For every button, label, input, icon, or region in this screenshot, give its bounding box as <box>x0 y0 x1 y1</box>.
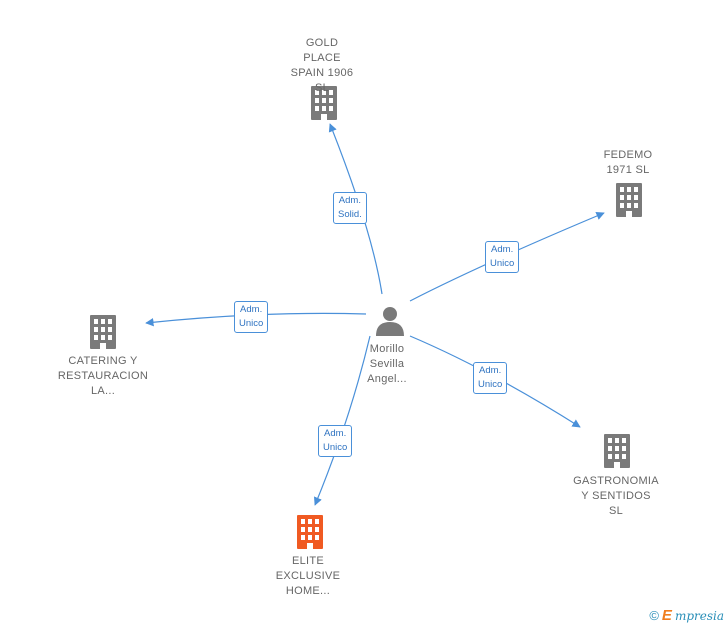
building-icon-gastronomia[interactable] <box>604 434 630 468</box>
building-icon-fedemo[interactable] <box>616 183 642 217</box>
brand-name: mpresia <box>674 608 724 623</box>
company-label-gold[interactable]: GOLD PLACE SPAIN 1906 SL <box>290 37 354 94</box>
role-badge-elite: Adm. Unico <box>318 425 353 457</box>
edge-elite <box>313 335 371 506</box>
center-person-label[interactable]: Morillo Sevilla Angel... <box>367 343 407 385</box>
role-badge-fedemo: Adm. Unico <box>485 241 520 273</box>
company-label-fedemo[interactable]: FEDEMO 1971 SL <box>603 149 653 176</box>
brand-logo-initial: E <box>661 607 672 624</box>
role-badge-catering: Adm. Unico <box>234 301 269 333</box>
copyright-symbol: © <box>649 608 659 623</box>
building-icon-elite[interactable] <box>297 515 323 549</box>
company-label-elite[interactable]: ELITE EXCLUSIVE HOME... <box>275 555 341 597</box>
role-badge-gastronomia: Adm. Unico <box>473 362 508 394</box>
person-icon[interactable] <box>376 307 404 336</box>
role-badge-gold: Adm. Solid. <box>333 192 367 224</box>
company-label-gastronomia[interactable]: GASTRONOMIA Y SENTIDOS SL <box>573 475 659 517</box>
building-icon-catering[interactable] <box>90 315 116 349</box>
company-label-catering[interactable]: CATERING Y RESTAURACION LA... <box>57 355 149 397</box>
